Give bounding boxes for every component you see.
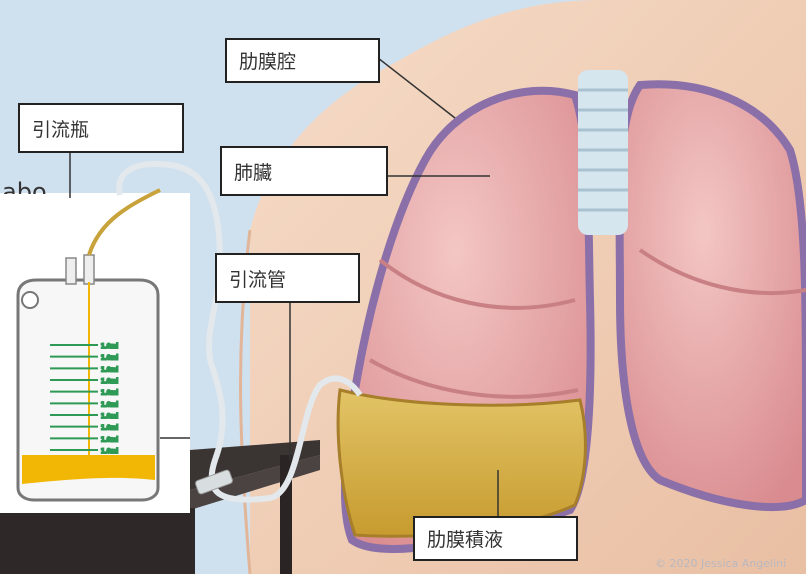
scale-label: 1.0ml [101, 401, 118, 408]
drainage-bottle: 1.0ml 1.0ml 1.0ml 1.0ml 1.0ml 1.0ml 1.0ml 1.0ml… [18, 255, 158, 500]
scale-label: 1.0ml [101, 448, 118, 455]
scale-label: 1.0ml [101, 436, 118, 443]
trachea [578, 70, 628, 235]
scale-label: 1.0ml [101, 366, 118, 373]
label-lung: 肺臟 [220, 146, 388, 196]
scale-label: 1.0ml [101, 390, 118, 397]
label-pleural-effusion: 肋膜積液 [413, 516, 578, 561]
label-drainage-tube: 引流管 [215, 253, 360, 303]
scale-label: 1.0ml [101, 343, 118, 350]
scale-label: 1.0ml [101, 355, 118, 362]
cut-text: abo [2, 170, 47, 194]
pleural-effusion [338, 390, 585, 536]
right-lung [620, 84, 806, 507]
credit-text: © 2020 Jessica Angelini [655, 557, 786, 570]
scale-label: 1.0ml [101, 378, 118, 385]
label-drainage-bottle: 引流瓶 [18, 103, 184, 153]
label-pleural-cavity: 肋膜腔 [225, 38, 380, 83]
scale-label: 1.0ml [101, 425, 118, 432]
scale-label: 1.0ml [101, 413, 118, 420]
